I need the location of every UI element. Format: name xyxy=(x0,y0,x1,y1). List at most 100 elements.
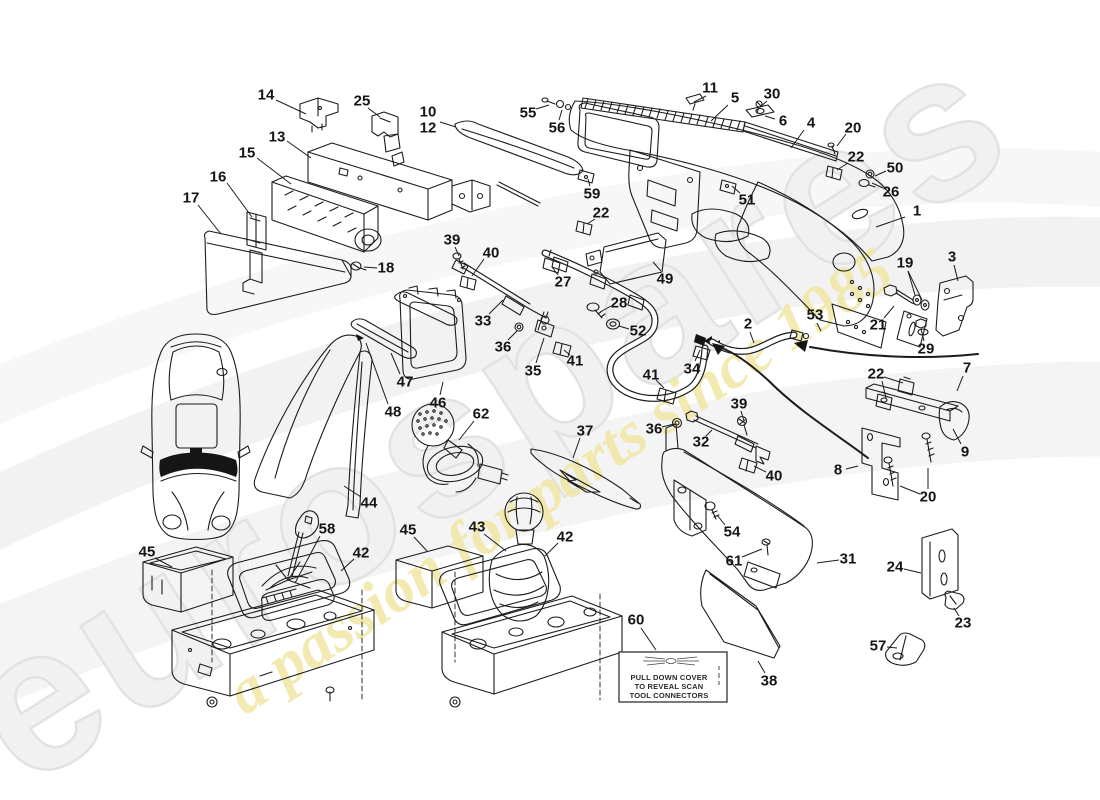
link-plate-drawing xyxy=(896,310,928,348)
leader-line-9 xyxy=(952,428,962,445)
leader-line-44 xyxy=(343,485,362,498)
nut-26-drawing xyxy=(858,178,876,188)
leader-line-41 xyxy=(655,379,665,389)
leader-line-55 xyxy=(535,104,550,110)
part-label-48: 48 xyxy=(385,404,402,421)
leader-line-53 xyxy=(816,322,822,332)
leader-line-41 xyxy=(563,349,571,356)
nut-50-drawing xyxy=(865,169,875,179)
note-line-3: TOOL CONNECTORS xyxy=(630,691,709,700)
part-label-3: 3 xyxy=(948,249,956,266)
module-15-drawing xyxy=(271,175,382,253)
part-label-56: 56 xyxy=(549,120,566,137)
part-label-44: 44 xyxy=(361,495,378,512)
part-label-51: 51 xyxy=(739,192,756,209)
leader-line-46 xyxy=(439,381,444,396)
part-label-40: 40 xyxy=(483,245,500,262)
part-label-28: 28 xyxy=(611,295,628,312)
part-label-20: 20 xyxy=(845,120,862,137)
panel-31-drawing xyxy=(661,423,813,591)
part-label-22: 22 xyxy=(593,205,610,222)
leader-line-22 xyxy=(836,162,849,171)
leader-line-18 xyxy=(363,266,378,269)
note-line-2: TO REVEAL SCAN xyxy=(635,682,704,691)
panel-17-drawing xyxy=(203,230,352,316)
leader-line-27 xyxy=(551,266,559,276)
part-label-19: 19 xyxy=(897,255,914,272)
console-manual-drawing xyxy=(395,492,623,708)
crossbeam-13-drawing xyxy=(307,142,491,221)
leader-line-4 xyxy=(790,129,805,149)
leader-line-43 xyxy=(483,533,507,552)
leader-line-45 xyxy=(413,536,428,552)
leader-line-31 xyxy=(816,559,840,564)
part-label-34: 34 xyxy=(684,361,701,378)
leader-line-34 xyxy=(694,349,701,362)
part-label-50: 50 xyxy=(887,160,904,177)
leader-line-62 xyxy=(458,420,475,441)
part-label-5: 5 xyxy=(731,90,739,107)
connector-27-drawing xyxy=(542,249,561,274)
part-label-54: 54 xyxy=(724,524,741,541)
leader-line-7 xyxy=(956,375,964,392)
leader-line-60 xyxy=(640,627,657,651)
leader-line-56 xyxy=(558,109,563,121)
part-label-33: 33 xyxy=(475,313,492,330)
leader-line-25 xyxy=(367,107,381,118)
bracket-3-drawing xyxy=(935,275,974,337)
part-label-12: 12 xyxy=(420,120,437,137)
leader-line-29 xyxy=(920,328,925,342)
leader-line-45 xyxy=(154,557,173,568)
part-label-39: 39 xyxy=(444,232,461,249)
rail-7-drawing xyxy=(865,376,959,422)
leader-line-59 xyxy=(587,178,591,187)
part-label-42: 42 xyxy=(557,529,574,546)
leader-line-38 xyxy=(757,660,766,674)
part-label-6: 6 xyxy=(779,113,787,130)
part-label-25: 25 xyxy=(354,93,371,110)
leader-line-22 xyxy=(883,376,904,384)
part-label-16: 16 xyxy=(210,169,227,186)
leader-line-6 xyxy=(764,115,776,120)
dashboard-drawing xyxy=(568,97,905,349)
part-label-37: 37 xyxy=(577,423,594,440)
pointer-arrows xyxy=(712,340,979,459)
leader-line-28 xyxy=(601,305,612,312)
part-label-15: 15 xyxy=(239,145,256,162)
swoosh-band xyxy=(0,361,1100,707)
rod-32-drawing xyxy=(671,410,771,474)
saddle-9-drawing xyxy=(938,401,970,441)
leader-line-3 xyxy=(953,264,959,282)
leader-line-1 xyxy=(875,216,906,228)
washer-52-drawing xyxy=(605,318,621,330)
part-label-36: 36 xyxy=(646,421,663,438)
leader-line-42 xyxy=(544,542,559,557)
leader-line-39 xyxy=(740,410,745,422)
plate-49-drawing xyxy=(585,232,667,285)
leader-line-40 xyxy=(753,465,767,473)
part-label-4: 4 xyxy=(807,115,816,132)
strips-47-48-drawing xyxy=(350,291,458,359)
leader-line-39 xyxy=(454,246,460,257)
leader-line-61 xyxy=(741,548,763,558)
part-label-59: 59 xyxy=(584,186,601,203)
leader-line-54 xyxy=(716,514,726,526)
part-label-13: 13 xyxy=(269,129,286,146)
part-label-20: 20 xyxy=(920,489,937,506)
leader-line-20 xyxy=(899,485,921,495)
leader-line-47 xyxy=(390,352,401,375)
leader-line-36 xyxy=(507,330,518,341)
clip-51-drawing xyxy=(719,179,737,195)
washers-19-drawing xyxy=(912,294,930,311)
part-label-47: 47 xyxy=(397,374,414,391)
part-label-26: 26 xyxy=(883,184,900,201)
clip-23-drawing xyxy=(944,590,965,610)
leader-line-48 xyxy=(365,342,389,405)
part-label-22: 22 xyxy=(848,149,865,166)
part-label-31: 31 xyxy=(840,551,857,568)
note-line-1: PULL DOWN COVER xyxy=(630,673,707,682)
leader-line-30 xyxy=(759,100,768,108)
part-label-55: 55 xyxy=(520,105,537,122)
leader-line-51 xyxy=(731,185,741,194)
